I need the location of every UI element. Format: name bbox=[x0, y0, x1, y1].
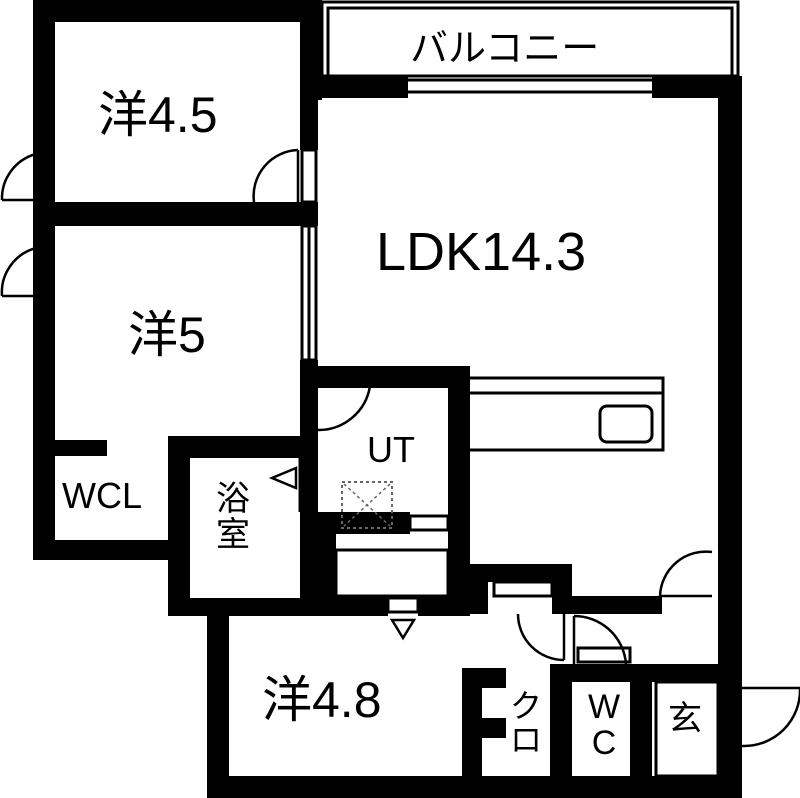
room-label-bath-char-2: 室 bbox=[216, 515, 250, 554]
room-label-toilet-char-1: W bbox=[588, 688, 621, 726]
room-label-toilet: W C bbox=[588, 688, 621, 762]
room-label-utility: UT bbox=[367, 429, 415, 470]
walls bbox=[33, 0, 742, 798]
door-swings bbox=[0, 148, 800, 748]
room-label-toilet-char-2: C bbox=[591, 723, 617, 762]
room-label-bath: 浴 室 bbox=[216, 480, 250, 554]
balcony-label: バルコニー bbox=[410, 28, 600, 70]
room-label-wcl: WCL bbox=[62, 475, 142, 516]
room-label-bath-char-1: 浴 bbox=[216, 480, 250, 518]
bath-marker bbox=[268, 466, 298, 490]
room-label-ldk: LDK14.3 bbox=[376, 222, 587, 282]
vent-box bbox=[341, 481, 393, 529]
room-label-closet-char-1: ク bbox=[510, 688, 543, 724]
room-label-entrance: 玄 bbox=[668, 700, 702, 738]
room-label-closet-char-2: ロ bbox=[510, 721, 543, 758]
room-label-closet: ク ロ bbox=[510, 688, 543, 758]
room-label-western-2: 洋5 bbox=[128, 307, 206, 363]
room-label-western-1: 洋4.5 bbox=[98, 87, 218, 143]
door-marker bbox=[389, 618, 417, 641]
balcony-outline bbox=[320, 0, 740, 94]
room-label-western-3: 洋4.8 bbox=[262, 672, 382, 728]
fixtures bbox=[298, 148, 740, 778]
